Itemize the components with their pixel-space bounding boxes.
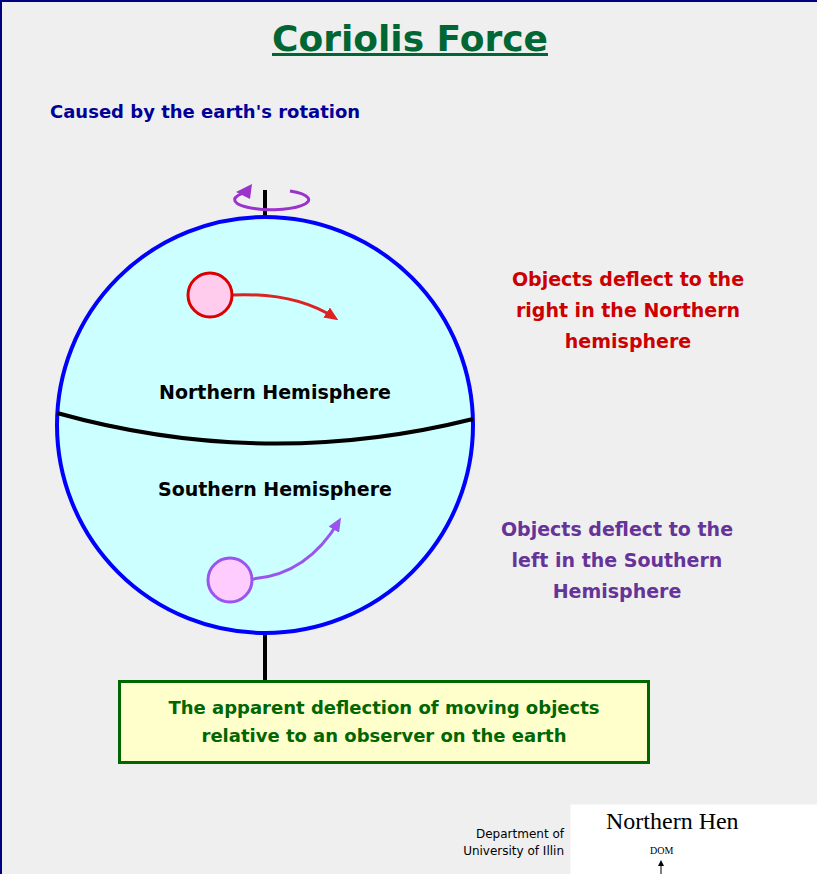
deflection-arrow xyxy=(252,521,339,579)
deflection-arrow xyxy=(232,295,335,318)
credit-text: Department of xyxy=(440,826,564,842)
south-note: Objects deflect to the left in the South… xyxy=(486,514,748,607)
north-note: Objects deflect to the right in the Nort… xyxy=(497,264,759,357)
globe-outline xyxy=(55,215,475,635)
hemisphere-label: Southern Hemisphere xyxy=(95,477,455,501)
globe-circle xyxy=(57,217,473,633)
credit-text: University of Illin xyxy=(420,843,564,859)
moving-object xyxy=(208,558,252,602)
rotation-arrow-head xyxy=(236,184,252,199)
inset-label: DOM xyxy=(650,845,673,857)
inset-arrow-head xyxy=(658,860,664,866)
definition-text: The apparent deflection of moving object… xyxy=(144,694,624,750)
definition-box: The apparent deflection of moving object… xyxy=(118,680,650,764)
diagram-title: Coriolis Force xyxy=(200,16,620,62)
earth-globe: Northern HemisphereSouthern Hemisphere xyxy=(55,215,475,635)
inset-heading: Northern Hen xyxy=(606,806,739,836)
subtitle: Caused by the earth's rotation xyxy=(50,99,360,125)
axis-line xyxy=(263,635,267,680)
axis-connector xyxy=(265,635,266,680)
earth-axis xyxy=(263,190,267,216)
inset-panel xyxy=(571,805,817,874)
hemisphere-label: Northern Hemisphere xyxy=(95,380,455,404)
equator-line xyxy=(57,413,473,444)
moving-object xyxy=(188,273,232,317)
